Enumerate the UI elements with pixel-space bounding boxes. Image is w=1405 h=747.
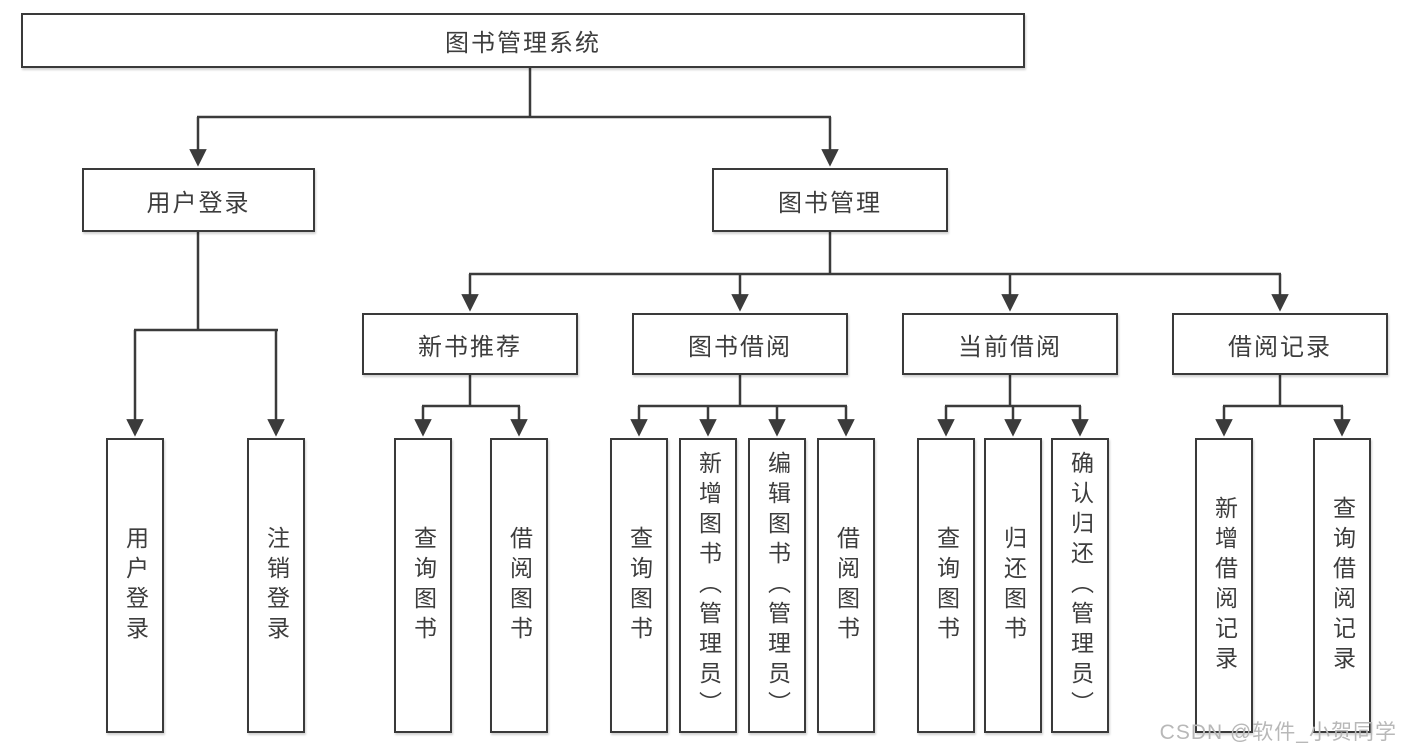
leaf-query-books-borrowing: 查询图书 [610,438,668,733]
leaf-edit-book-admin: 编辑图书（管理员） [748,438,806,733]
leaf-borrow-books-recommend: 借阅图书 [490,438,548,733]
leaf-confirm-return-admin: 确认归还（管理员） [1051,438,1109,733]
leaf-query-books-current: 查询图书 [917,438,975,733]
csdn-watermark: CSDN @软件_小贺同学 [1159,721,1397,744]
node-user-login: 用户登录 [82,168,315,232]
leaf-return-book: 归还图书 [984,438,1042,733]
leaf-logout: 注销登录 [247,438,305,733]
leaf-add-borrow-record: 新增借阅记录 [1195,438,1253,733]
node-new-book-recommendation: 新书推荐 [362,313,578,375]
leaf-add-book-admin: 新增图书（管理员） [679,438,737,733]
leaf-user-login: 用户登录 [106,438,164,733]
leaf-query-books-recommend: 查询图书 [394,438,452,733]
node-library-management-system: 图书管理系统 [21,13,1025,68]
leaf-query-borrow-record: 查询借阅记录 [1313,438,1371,733]
node-book-management: 图书管理 [712,168,948,232]
node-current-borrowing: 当前借阅 [902,313,1118,375]
node-book-borrowing: 图书借阅 [632,313,848,375]
node-borrowing-records: 借阅记录 [1172,313,1388,375]
leaf-borrow-books-borrowing: 借阅图书 [817,438,875,733]
